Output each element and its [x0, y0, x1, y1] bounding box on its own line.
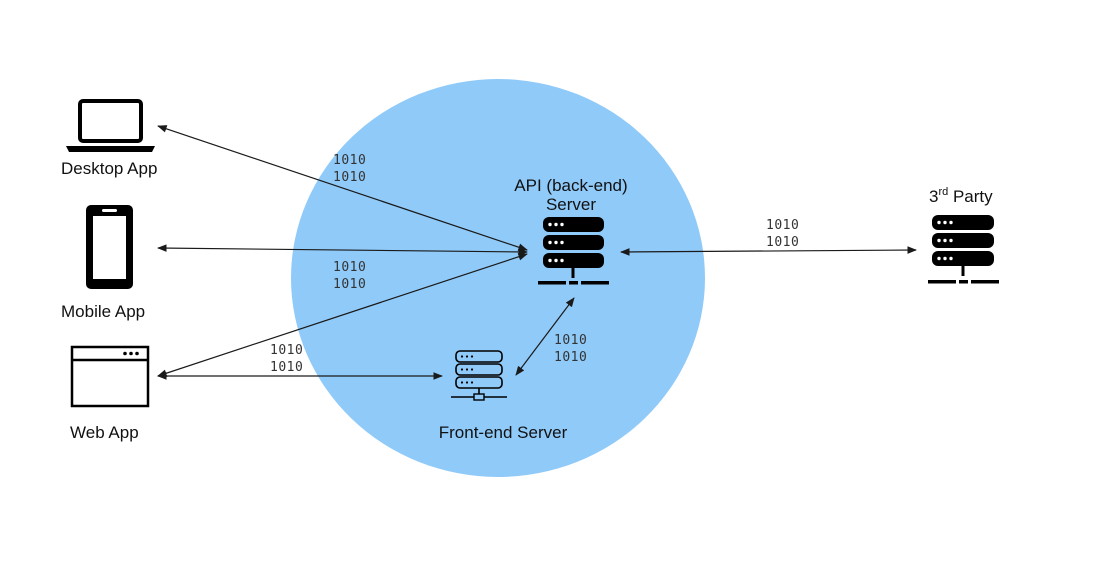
- bits-frontend-api: 1010 1010: [554, 333, 587, 365]
- svg-text:1010: 1010: [766, 218, 799, 233]
- laptop-icon: [66, 99, 155, 152]
- svg-text:1010: 1010: [333, 260, 366, 275]
- svg-text:1010: 1010: [333, 277, 366, 292]
- svg-text:1010: 1010: [554, 333, 587, 348]
- third-party-label: 3rd Party: [929, 186, 993, 206]
- node-desktop-app: Desktop App: [61, 99, 157, 178]
- phone-icon: [86, 205, 133, 289]
- svg-text:1010: 1010: [270, 343, 303, 358]
- edge-api-third-party: [620, 246, 917, 256]
- svg-text:1010: 1010: [554, 350, 587, 365]
- node-mobile-app: Mobile App: [61, 205, 145, 321]
- frontend-server-label: Front-end Server: [439, 423, 568, 442]
- svg-text:1010: 1010: [766, 235, 799, 250]
- server-rack-icon: [538, 217, 609, 285]
- edge-web-api: [157, 253, 528, 377]
- node-web-app: Web App: [70, 345, 150, 442]
- browser-window-icon: [70, 345, 150, 408]
- bits-api-third-party: 1010 1010: [766, 218, 799, 250]
- node-api-server: API (back-end) Server: [514, 176, 628, 285]
- server-rack-outline-icon: [451, 350, 507, 401]
- server-rack-icon: [928, 215, 999, 284]
- node-third-party: 3rd Party: [928, 186, 999, 284]
- edge-desktop-api: [157, 125, 528, 251]
- api-server-label-line1: API (back-end): [514, 176, 627, 195]
- api-server-label-line2: Server: [546, 195, 596, 214]
- svg-text:1010: 1010: [333, 170, 366, 185]
- edge-frontend-api: [515, 297, 575, 376]
- bits-desktop-api: 1010 1010: [333, 153, 366, 185]
- node-frontend-server: Front-end Server: [439, 350, 568, 442]
- bits-web-frontend: 1010 1010: [270, 343, 303, 375]
- svg-text:1010: 1010: [333, 153, 366, 168]
- svg-text:1010: 1010: [270, 360, 303, 375]
- desktop-app-label: Desktop App: [61, 159, 157, 178]
- bits-mobile-api: 1010 1010: [333, 260, 366, 292]
- mobile-app-label: Mobile App: [61, 302, 145, 321]
- web-app-label: Web App: [70, 423, 139, 442]
- edge-mobile-api: [157, 244, 528, 256]
